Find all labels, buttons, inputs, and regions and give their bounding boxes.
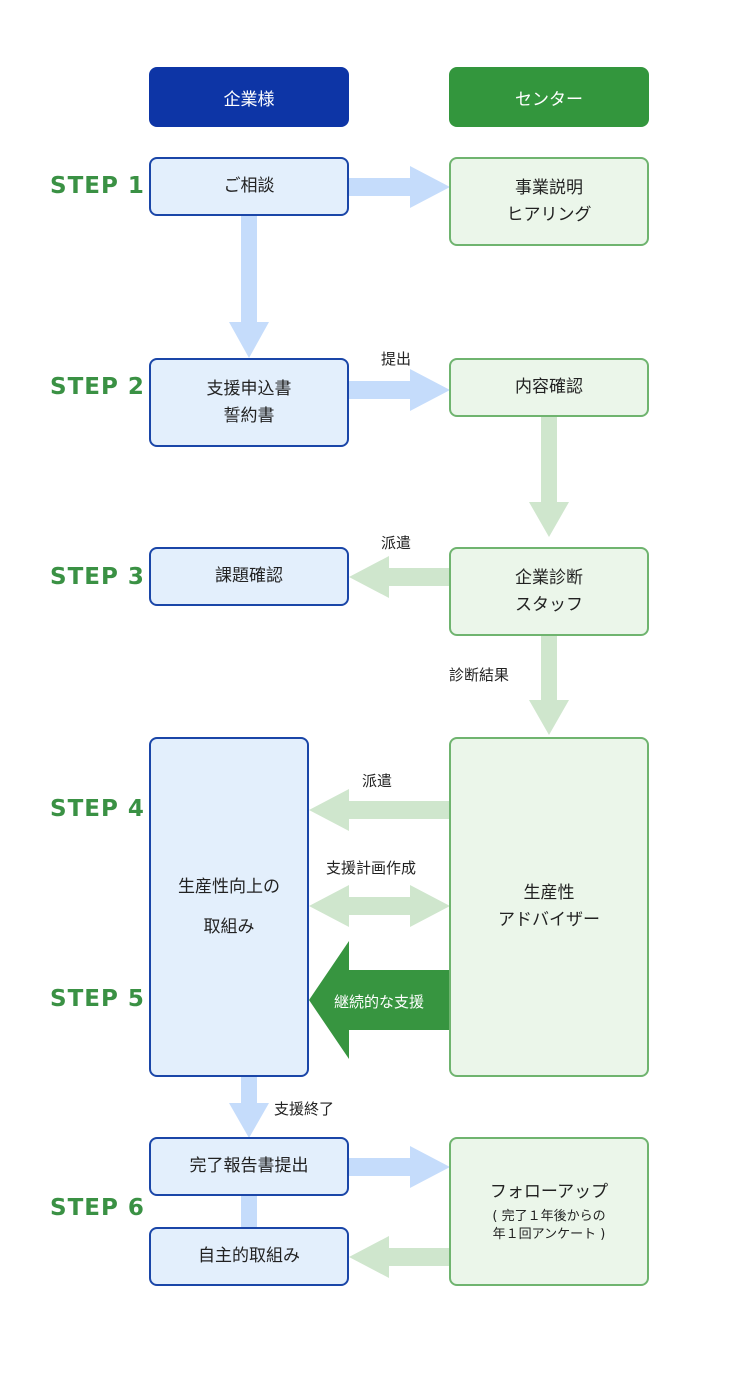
self-work-text: 自主的取組み bbox=[198, 1246, 300, 1266]
dispatch-label-2: 派遣 bbox=[362, 772, 393, 790]
step-1-label: STEP 1 bbox=[50, 173, 145, 199]
support-plan-label: 支援計画作成 bbox=[326, 859, 417, 877]
arrow-check-to-diagnosis bbox=[529, 417, 569, 537]
productivity-line-2: 取組み bbox=[203, 917, 255, 937]
submit-label: 提出 bbox=[381, 350, 412, 368]
diagnosis-staff-line-2: スタッフ bbox=[515, 594, 583, 615]
support-end-label: 支援終了 bbox=[274, 1100, 335, 1118]
arrow-application-to-check bbox=[349, 369, 450, 411]
connector-report-self bbox=[241, 1196, 257, 1228]
step-6-label: STEP 6 bbox=[50, 1195, 145, 1221]
continuous-support-label: 継続的な支援 bbox=[334, 993, 425, 1011]
business-explanation-line-2: ヒアリング bbox=[506, 204, 592, 225]
productivity-line-1: 生産性向上の bbox=[178, 877, 280, 897]
diagnosis-result-label: 診断結果 bbox=[449, 666, 510, 684]
company-header: 企業様 bbox=[149, 67, 349, 127]
application-line-1: 支援申込書 bbox=[206, 378, 292, 399]
completion-report-text: 完了報告書提出 bbox=[189, 1156, 309, 1176]
content-check-text: 内容確認 bbox=[515, 377, 583, 397]
step-2-label: STEP 2 bbox=[50, 374, 145, 400]
follow-up-note-line-2: 年１回アンケート ) bbox=[492, 1227, 606, 1242]
arrow-diagnosis-to-advisor bbox=[529, 636, 569, 735]
application-line-2: 誓約書 bbox=[223, 405, 275, 426]
follow-up-box: フォローアップ ( 完了１年後からの 年１回アンケート ) bbox=[449, 1137, 649, 1286]
arrow-diagnosis-to-issue bbox=[349, 556, 450, 598]
arrow-advisor-to-productivity bbox=[309, 789, 450, 831]
follow-up-title: フォローアップ bbox=[489, 1182, 609, 1202]
step-3-label: STEP 3 bbox=[50, 564, 145, 590]
follow-up-note-line-1: ( 完了１年後からの bbox=[492, 1209, 606, 1224]
arrow-productivity-to-report bbox=[229, 1076, 269, 1138]
advisor-line-2: アドバイザー bbox=[498, 910, 600, 930]
arrow-consult-to-application bbox=[229, 216, 269, 358]
content-check-box: 内容確認 bbox=[449, 358, 649, 417]
consultation-text: ご相談 bbox=[223, 176, 275, 196]
center-header: センター bbox=[449, 67, 649, 127]
arrow-consult-to-explain bbox=[349, 166, 450, 208]
completion-report-box: 完了報告書提出 bbox=[149, 1137, 349, 1196]
advisor-box: 生産性 アドバイザー bbox=[449, 737, 649, 1077]
step-5-label: STEP 5 bbox=[50, 986, 145, 1012]
diagnosis-staff-line-1: 企業診断 bbox=[515, 567, 583, 588]
consultation-box: ご相談 bbox=[149, 157, 349, 216]
dispatch-label-1: 派遣 bbox=[381, 534, 412, 552]
step-4-label: STEP 4 bbox=[50, 796, 145, 822]
arrow-report-to-followup bbox=[349, 1146, 450, 1188]
self-work-box: 自主的取組み bbox=[149, 1227, 349, 1286]
application-box: 支援申込書 誓約書 bbox=[149, 358, 349, 447]
issue-check-text: 課題確認 bbox=[215, 566, 283, 586]
arrow-followup-to-self bbox=[349, 1236, 450, 1278]
issue-check-box: 課題確認 bbox=[149, 547, 349, 606]
arrow-continuous-support bbox=[309, 941, 450, 1059]
business-explanation-line-1: 事業説明 bbox=[515, 177, 583, 198]
business-explanation-box: 事業説明 ヒアリング bbox=[449, 157, 649, 246]
advisor-line-1: 生産性 bbox=[523, 883, 575, 903]
productivity-work-box: 生産性向上の 取組み bbox=[149, 737, 309, 1077]
arrow-support-plan-double bbox=[309, 885, 450, 927]
diagnosis-staff-box: 企業診断 スタッフ bbox=[449, 547, 649, 636]
